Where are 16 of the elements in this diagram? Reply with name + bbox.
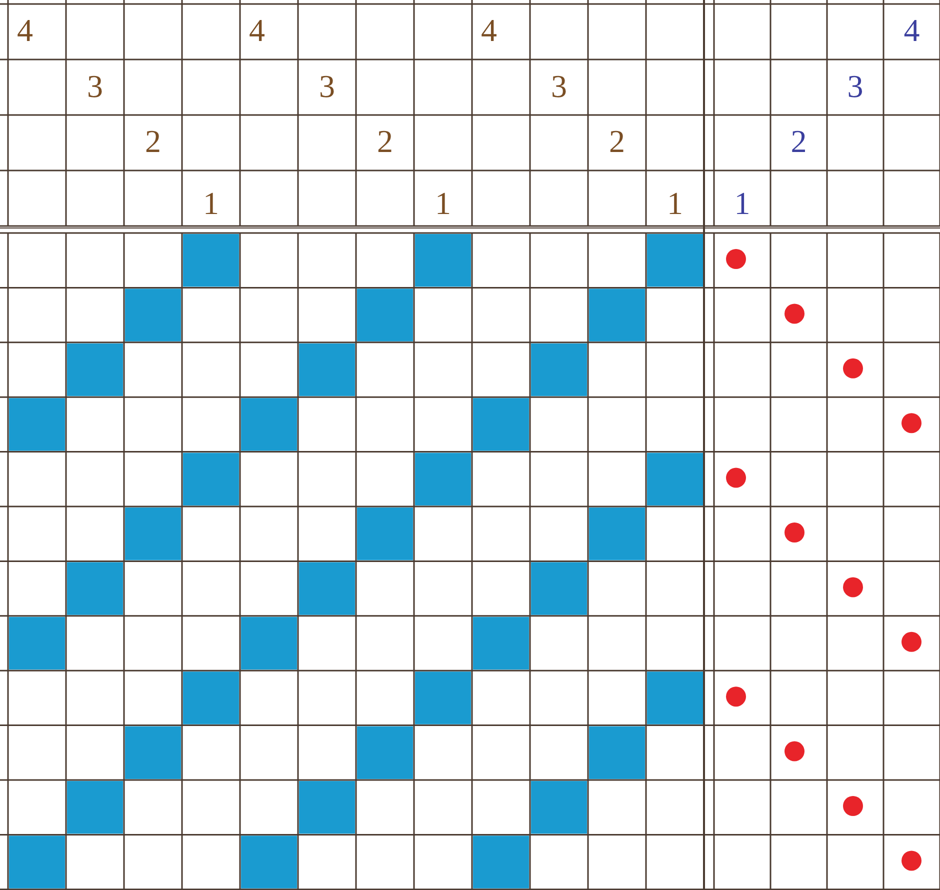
shaft-number: 3 bbox=[551, 70, 567, 102]
shaft-number: 4 bbox=[17, 14, 33, 46]
shaft-number: 4 bbox=[249, 14, 265, 46]
shaft-number: 1 bbox=[435, 186, 451, 218]
shaft-number: 4 bbox=[904, 14, 920, 46]
shaft-number: 3 bbox=[847, 70, 864, 102]
shaft-number: 2 bbox=[790, 125, 807, 157]
shaft-number: 3 bbox=[87, 70, 103, 102]
shaft-number: 2 bbox=[377, 125, 393, 157]
shaft-number: 3 bbox=[319, 70, 335, 102]
shaft-number: 1 bbox=[203, 186, 219, 218]
shaft-number: 4 bbox=[481, 14, 497, 46]
shaft-number: 2 bbox=[609, 125, 625, 157]
shaft-number: 1 bbox=[734, 186, 750, 218]
shaft-number: 1 bbox=[667, 186, 683, 218]
shaft-number: 2 bbox=[145, 125, 161, 157]
